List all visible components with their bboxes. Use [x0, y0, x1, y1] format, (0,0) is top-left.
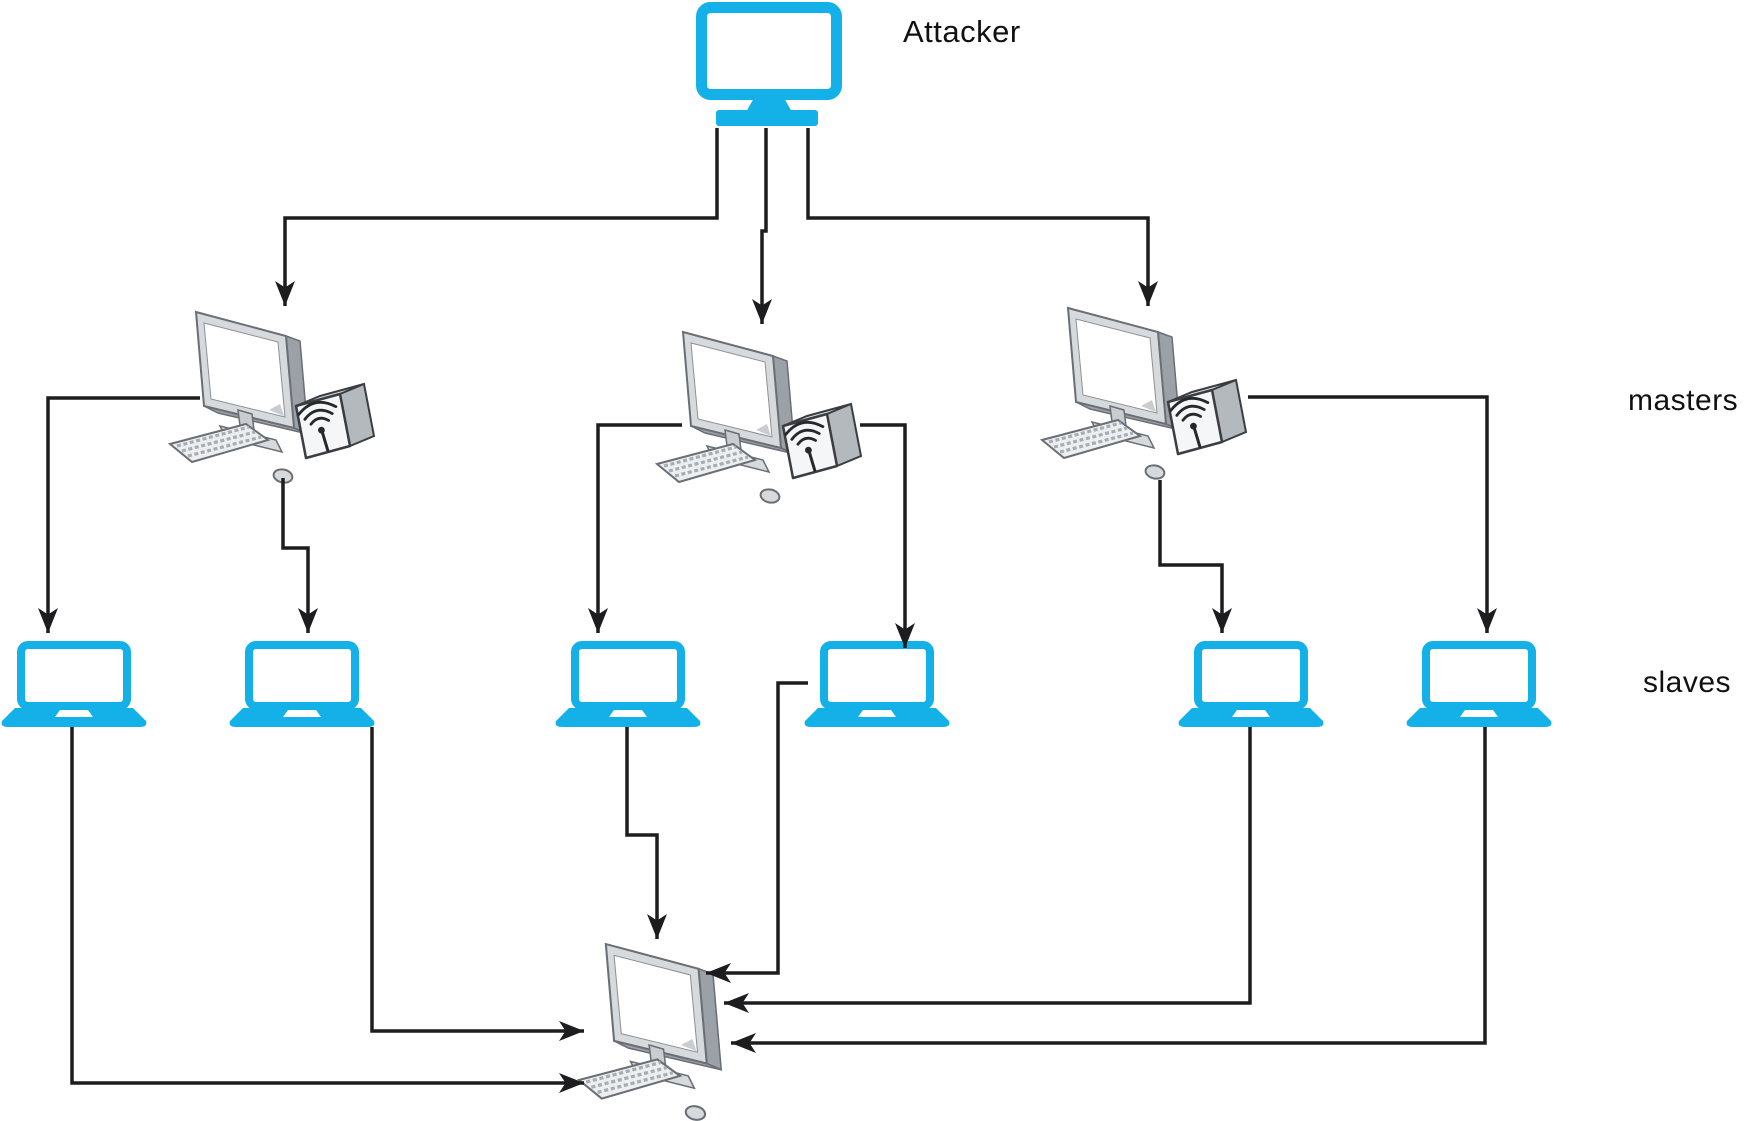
edge-slave-3-victim [625, 727, 667, 939]
edge-master-1-slave-2 [281, 478, 318, 633]
slaves-label: slaves [1643, 666, 1732, 699]
masters-label: masters [1628, 384, 1739, 417]
edge-master-2-slave-3 [588, 423, 682, 633]
edge-slave-5-victim [724, 727, 1252, 1013]
edge-master-3-slave-6 [1248, 395, 1497, 633]
edge-master-1-slave-1 [38, 396, 200, 633]
edge-attacker-master-2 [752, 128, 772, 324]
edge-slave-1-victim [70, 727, 584, 1093]
edge-master-3-slave-5 [1158, 480, 1232, 633]
edge-slave-6-victim [731, 727, 1487, 1053]
edge-master-2-slave-4 [860, 423, 915, 648]
edge-attacker-master-3 [806, 128, 1158, 306]
edge-attacker-master-1 [275, 128, 719, 306]
edge-slave-4-victim [706, 681, 808, 983]
attacker-label: Attacker [903, 14, 1021, 49]
edge-slave-2-victim [370, 727, 584, 1041]
